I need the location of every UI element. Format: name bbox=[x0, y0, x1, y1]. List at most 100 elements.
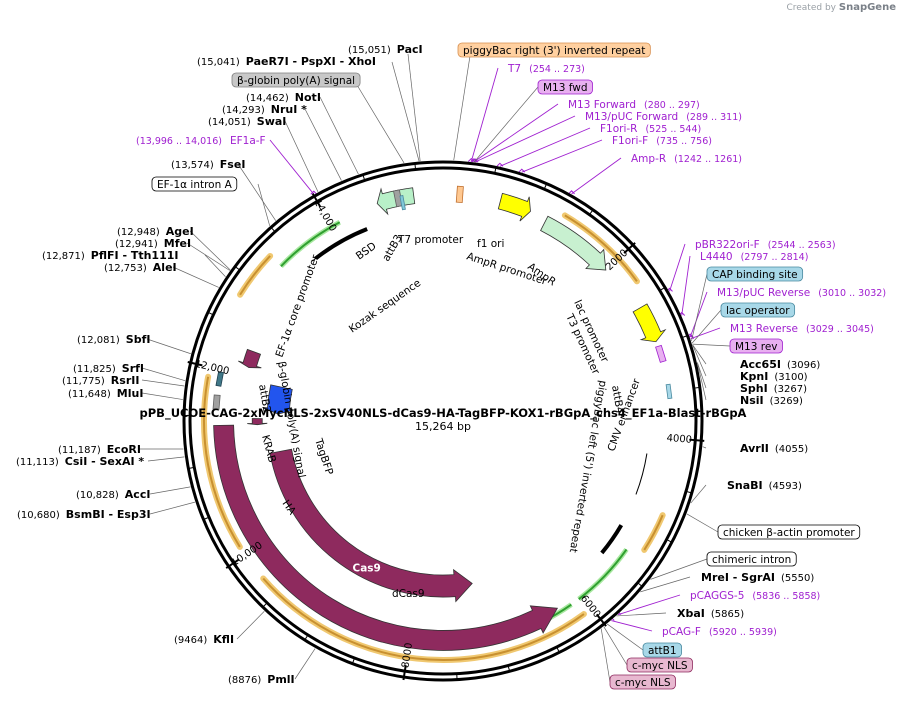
feature-box bbox=[729, 338, 783, 354]
primer-name: F1ori-R bbox=[600, 123, 637, 135]
primer-name: pBR322ori-F bbox=[695, 239, 760, 251]
site-name: EcoRI bbox=[107, 443, 141, 456]
small-features bbox=[212, 185, 673, 555]
primer-label: L4440(2797 .. 2814) bbox=[700, 251, 808, 263]
site-position: (10,828) bbox=[76, 490, 119, 501]
site-name: KflI bbox=[213, 633, 234, 646]
leader-line bbox=[640, 576, 691, 593]
site-position: (11,825) bbox=[73, 364, 116, 375]
translation-arc-core bbox=[643, 514, 664, 551]
site-position: (12,753) bbox=[104, 263, 147, 274]
feature-ha bbox=[247, 418, 268, 426]
ruler-minor-tick bbox=[681, 335, 688, 339]
ruler-minor-tick bbox=[494, 167, 497, 174]
site-name: AccI bbox=[125, 488, 151, 501]
site-label: (12,081)SbfI bbox=[77, 333, 150, 346]
primer-leader bbox=[474, 115, 576, 163]
ruler-minor-tick bbox=[507, 665, 511, 672]
feature-box-text: c-myc NLS bbox=[615, 677, 671, 689]
leader-line bbox=[147, 456, 185, 462]
ruler-minor-tick bbox=[262, 602, 268, 608]
primer-leader bbox=[617, 594, 681, 616]
inner-feature-label: EF-1α core promoter bbox=[274, 253, 323, 359]
site-label: (11,825)SrfI bbox=[73, 362, 144, 375]
primer-name: M13 Forward bbox=[568, 99, 636, 111]
feature-box-label: β-globin poly(A) signal bbox=[231, 72, 361, 88]
leader-line bbox=[294, 648, 316, 680]
feature-box bbox=[717, 524, 861, 540]
attb4-block bbox=[665, 383, 673, 400]
credit-brand: SnapGene bbox=[838, 2, 896, 13]
site-position: (13,574) bbox=[171, 160, 214, 171]
leader-line bbox=[691, 309, 722, 344]
feature-cas9 bbox=[269, 448, 473, 603]
feature-box-label: piggyBac right (3') inverted repeat bbox=[457, 42, 651, 58]
site-name: PaeR7I - PspXI - XhoI bbox=[246, 55, 376, 68]
plasmid-length: 15,264 bp bbox=[415, 420, 471, 433]
site-name: RsrII bbox=[111, 374, 140, 387]
primer-leader bbox=[571, 157, 622, 195]
primer-position: (280 .. 297) bbox=[644, 100, 700, 111]
feature-box-label: lac operator bbox=[720, 302, 796, 318]
leader-line bbox=[702, 446, 707, 449]
ruler-minor-tick bbox=[270, 226, 276, 233]
primer-label: pCAGGS-5(5836 .. 5858) bbox=[690, 590, 820, 602]
leader-line bbox=[141, 367, 186, 381]
primer-position: (5920 .. 5939) bbox=[709, 627, 777, 638]
feature-box bbox=[609, 674, 676, 690]
inner-feature-label: attB4 bbox=[609, 384, 626, 415]
feature-box-label: M13 rev bbox=[729, 338, 783, 354]
inner-feature-label: f1 ori bbox=[477, 238, 504, 250]
leader-line bbox=[149, 501, 196, 515]
orf-arc-core bbox=[280, 221, 341, 267]
site-label: (10,828) AccI bbox=[76, 488, 150, 501]
site-position: (5865) bbox=[711, 609, 744, 620]
primer-leader bbox=[470, 67, 499, 162]
ruler-minor-tick bbox=[362, 174, 366, 181]
primer-leader bbox=[681, 255, 691, 316]
inner-feature-label: dCas9 bbox=[392, 588, 425, 600]
primer-label: T7(254 .. 273) bbox=[507, 63, 585, 75]
ruler-minor-tick bbox=[188, 466, 195, 469]
site-position: (15,041) bbox=[197, 57, 240, 68]
ruler-tick bbox=[187, 361, 203, 367]
feature-arrows: Cas9 bbox=[213, 187, 667, 651]
site-label: SnaBI(4593) bbox=[727, 479, 802, 492]
ruler-minor-tick bbox=[693, 386, 700, 389]
feature-box-label: EF-1α intron A bbox=[151, 176, 238, 192]
site-name: AleI bbox=[153, 261, 177, 274]
leader-line bbox=[189, 230, 231, 271]
feature-f1-ori bbox=[497, 192, 531, 222]
primer-label: M13 Reverse(3029 .. 3045) bbox=[730, 323, 874, 335]
primer-name: Amp-R bbox=[631, 153, 666, 165]
inner-feature-label: KRAB bbox=[259, 434, 278, 464]
feature-box bbox=[626, 657, 693, 673]
site-label: (11,113)CsiI - SexAI * bbox=[16, 455, 144, 468]
primer-position: (2544 .. 2563) bbox=[768, 240, 836, 251]
ruler-tick-label: 4000 bbox=[666, 433, 692, 446]
leader-line bbox=[690, 484, 707, 504]
site-position: (12,941) bbox=[115, 239, 158, 250]
leader-line bbox=[686, 513, 719, 533]
primer-label: M13/pUC Forward(289 .. 311) bbox=[585, 111, 742, 123]
primer-name: pCAG-F bbox=[662, 626, 701, 638]
site-label: (10,680)BsmBI - Esp3I bbox=[17, 508, 151, 521]
inner-feature-label: attB2 bbox=[256, 383, 273, 413]
leader-line bbox=[606, 623, 644, 651]
site-label: (9464)KflI bbox=[174, 633, 234, 646]
ruler-minor-tick bbox=[659, 287, 666, 291]
primer-position: (13,996 .. 14,016) bbox=[136, 136, 222, 147]
site-label: (12,941)MfeI bbox=[115, 237, 191, 250]
feature-box-text: c-myc NLS bbox=[632, 660, 688, 672]
feature-krab bbox=[238, 348, 262, 369]
leader-line bbox=[237, 163, 277, 221]
site-position: (12,948) bbox=[117, 227, 160, 238]
leader-line bbox=[319, 96, 359, 175]
translation-arc-core bbox=[239, 255, 271, 296]
site-position: (14,462) bbox=[246, 93, 289, 104]
feature-ampr bbox=[540, 215, 607, 271]
leader-line bbox=[257, 183, 271, 226]
primer-label: M13 Forward (280 .. 297) bbox=[568, 99, 700, 111]
leader-line bbox=[204, 254, 226, 277]
